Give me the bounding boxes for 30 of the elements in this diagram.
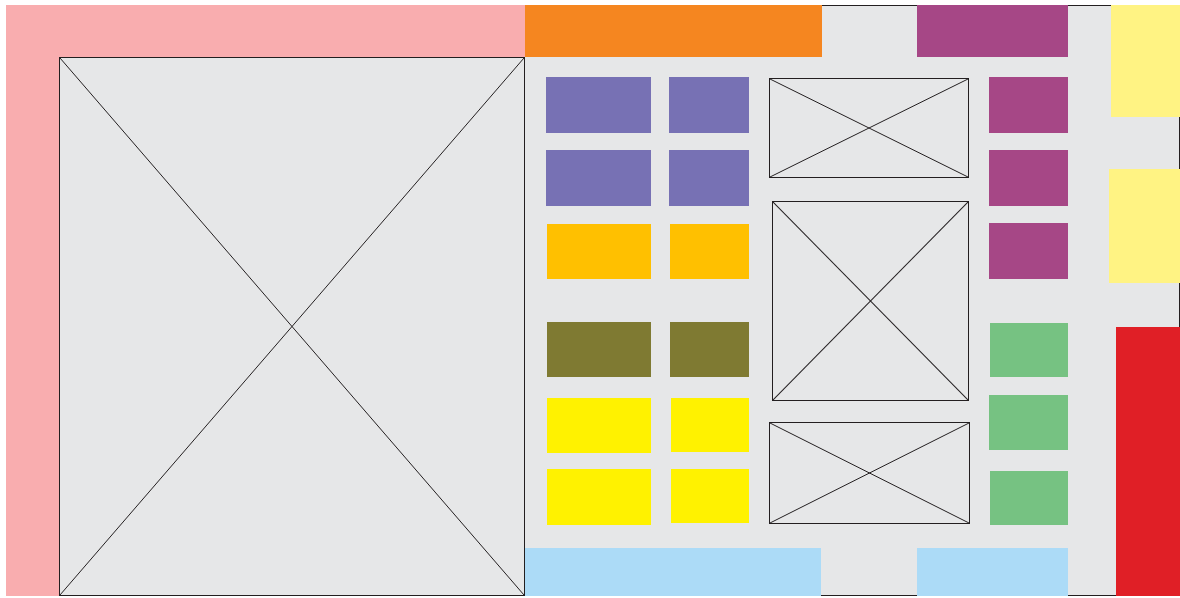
image-placeholder [772, 201, 969, 401]
color-block [670, 224, 749, 279]
color-block [670, 322, 749, 377]
color-block [546, 77, 651, 133]
color-block [671, 469, 749, 523]
color-block [547, 224, 651, 279]
color-block [989, 150, 1068, 206]
color-block [1109, 169, 1180, 283]
l-shaped-band [6, 5, 525, 596]
image-placeholder [769, 78, 969, 178]
image-placeholder [769, 422, 970, 524]
image-placeholder [59, 57, 525, 596]
color-block [989, 395, 1068, 450]
color-block [989, 77, 1068, 133]
color-block [669, 150, 749, 206]
color-block [525, 548, 821, 596]
color-block [990, 323, 1068, 377]
color-block [546, 150, 651, 206]
color-block [669, 77, 749, 133]
color-block [547, 398, 651, 453]
color-block [917, 5, 1068, 57]
color-block [547, 469, 651, 525]
color-block [989, 223, 1068, 279]
color-block [990, 471, 1068, 525]
color-block [671, 398, 749, 452]
color-block [1111, 5, 1180, 117]
color-block [917, 548, 1068, 596]
color-block [1116, 327, 1180, 596]
color-block [547, 322, 651, 377]
color-block [525, 5, 822, 57]
